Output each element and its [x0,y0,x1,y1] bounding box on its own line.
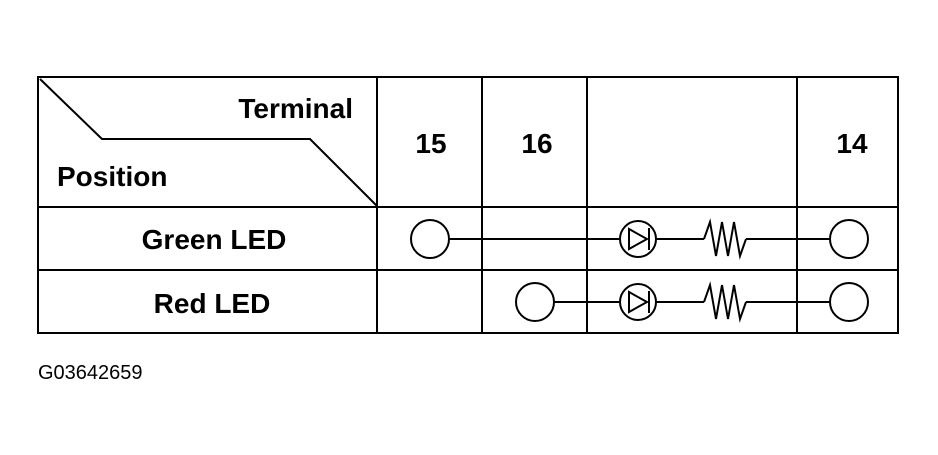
header-diagonal-line [39,78,378,207]
led-diode-icon [619,220,657,258]
terminal-16-circle-icon [515,282,555,322]
column-header-14: 14 [836,128,868,159]
table-border [37,76,899,334]
resistor-icon [703,281,747,323]
row-label-red-led: Red LED [154,288,271,319]
column-header-16: 16 [521,128,552,159]
terminal-14-circle-icon [829,282,869,322]
table-grid [37,76,899,334]
figure-code: G03642659 [38,362,143,384]
position-header-label: Position [57,161,167,192]
red-led-circuit [515,281,869,323]
terminal-15-circle-icon [410,219,450,259]
resistor-icon [703,218,747,260]
terminal-header-label: Terminal [238,93,353,124]
column-header-15: 15 [415,128,446,159]
row-label-green-led: Green LED [142,224,287,255]
green-led-circuit [410,218,869,260]
led-diode-icon [619,283,657,321]
terminal-14-circle-icon [829,219,869,259]
